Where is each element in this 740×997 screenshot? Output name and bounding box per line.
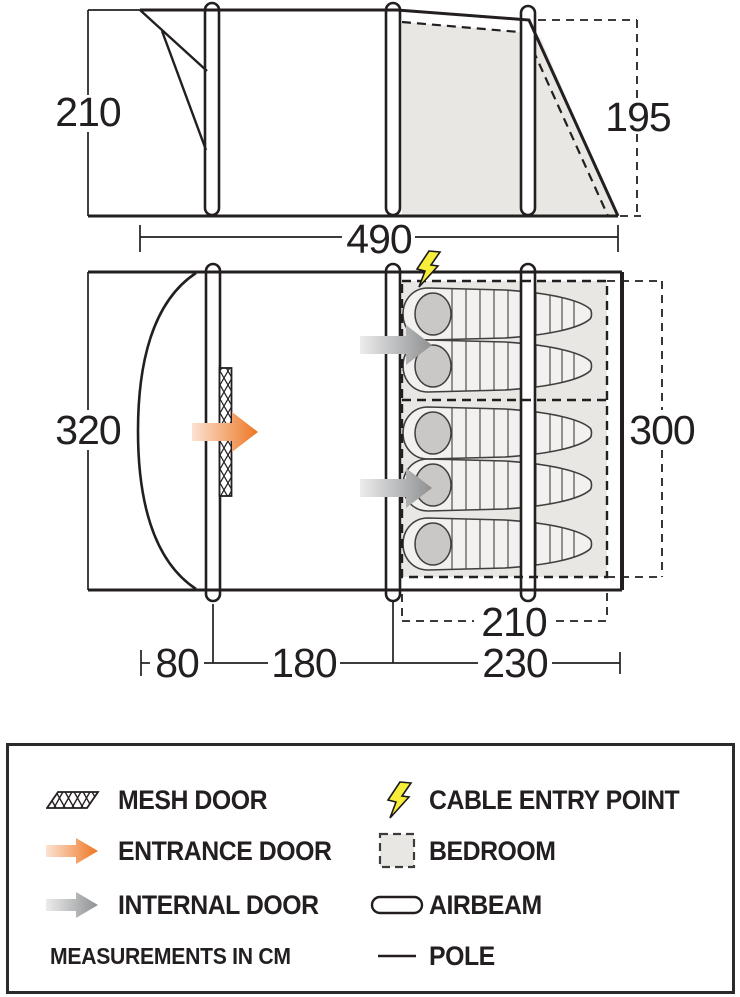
side-airbeam-3 [519, 4, 537, 217]
dim-bottom-chain: 80 180 230 [140, 600, 621, 686]
dim-320: 320 [55, 272, 122, 590]
dim-bedroom-length-outer: 230 [482, 640, 548, 686]
entrance-door-icon [33, 837, 113, 865]
dim-side-height-front: 210 [55, 89, 121, 135]
legend-label-airbeam: AIRBEAM [429, 889, 542, 920]
internal-door-arrow-2 [360, 468, 432, 508]
mesh-door-icon [33, 790, 113, 810]
legend-row-mesh-door: MESH DOOR [9, 780, 369, 820]
legend-label-bedroom: BEDROOM [429, 835, 556, 866]
sleeping-bags [403, 287, 592, 571]
dim-side-length: 490 [346, 216, 412, 262]
legend-row-airbeam: AIRBEAM [369, 885, 729, 925]
entrance-door-arrow [192, 412, 258, 452]
dim-210-side: 210 [55, 9, 140, 216]
legend-label-internal-door: INTERNAL DOOR [118, 889, 319, 920]
legend-row-entrance-door: ENTRANCE DOOR [9, 831, 369, 871]
bedroom-swatch-icon [358, 832, 438, 870]
side-airbeam-2 [384, 1, 402, 217]
legend-row-internal-door: INTERNAL DOOR [9, 885, 369, 925]
legend-label-mesh-door: MESH DOOR [118, 784, 268, 815]
plan-airbeam-2 [384, 262, 402, 603]
legend: MESH DOOR CABLE ENTRY POINT [6, 743, 735, 994]
internal-door-arrow-1 [360, 325, 432, 365]
legend-row-note: MEASUREMENTS IN CM [9, 936, 369, 976]
side-view: 210 195 490 [55, 1, 672, 262]
bedroom-dashed-border [400, 279, 609, 579]
dim-bedroom-length: 210 [481, 599, 547, 645]
side-airbeam-1 [203, 1, 221, 217]
dim-plan-width: 320 [55, 407, 121, 453]
measurements-note: MEASUREMENTS IN CM [50, 942, 291, 969]
legend-label-cable-entry: CABLE ENTRY POINT [429, 784, 680, 815]
legend-row-cable-entry: CABLE ENTRY POINT [369, 780, 729, 820]
floor-plan: 320 300 210 [55, 250, 696, 686]
dim-210-bedroom: 210 [401, 593, 608, 645]
plan-outline [88, 270, 624, 592]
side-outline [88, 8, 620, 218]
legend-row-bedroom: BEDROOM [369, 831, 729, 871]
legend-label-entrance-door: ENTRANCE DOOR [118, 835, 332, 866]
side-inner-tent-dashed [401, 20, 610, 217]
dim-bedroom-width: 300 [629, 407, 695, 453]
dim-living-length: 180 [271, 640, 337, 686]
legend-row-pole: POLE [369, 936, 729, 976]
pole-icon [358, 951, 438, 961]
diagram-canvas: 210 195 490 [55, 1, 696, 686]
airbeam-icon [358, 894, 438, 916]
dim-side-height-rear: 195 [605, 94, 671, 140]
side-bedroom-shading [402, 22, 618, 216]
cable-entry-legend-icon [358, 781, 438, 819]
dim-300: 300 [607, 280, 696, 578]
dim-490: 490 [139, 216, 619, 262]
dim-195-lines [538, 19, 641, 217]
internal-door-icon [33, 891, 113, 919]
dim-porch-length: 80 [155, 640, 199, 686]
legend-label-pole: POLE [429, 940, 495, 971]
cable-entry-icon [415, 250, 442, 288]
plan-airbeam-3 [519, 262, 537, 603]
side-airbeams [203, 1, 537, 217]
